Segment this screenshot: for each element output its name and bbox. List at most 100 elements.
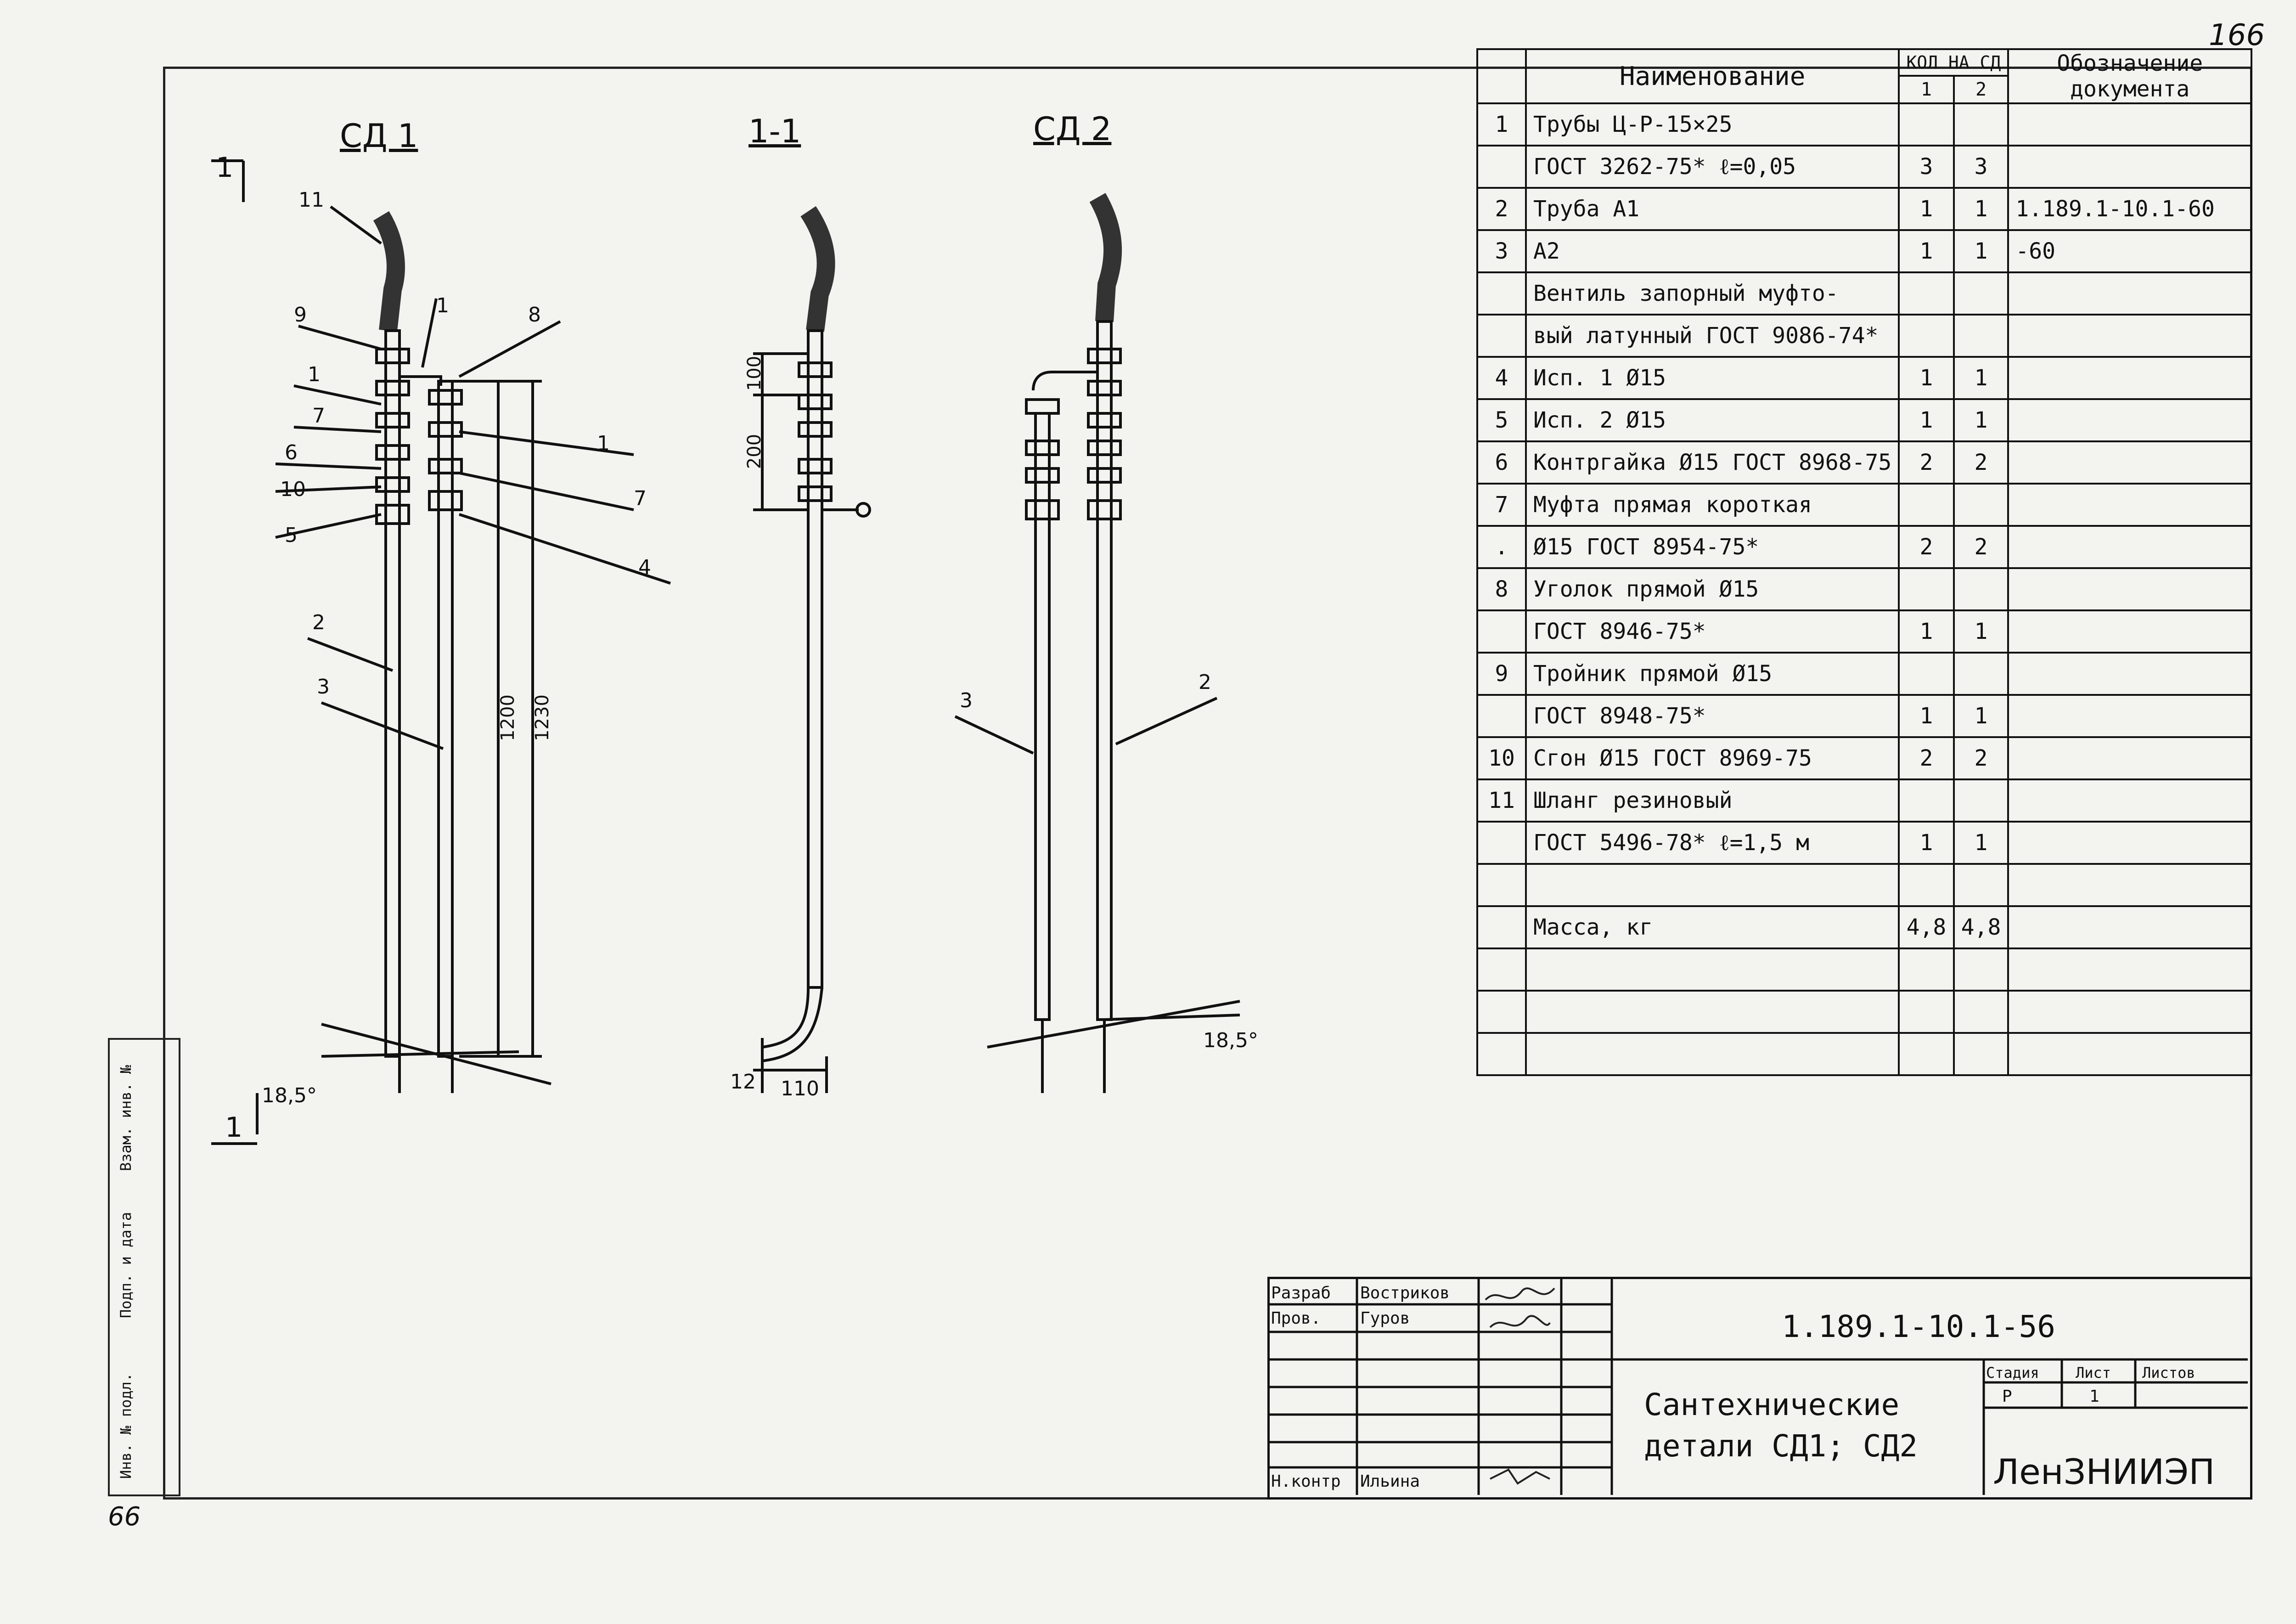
spec-cell-pos xyxy=(1476,905,1527,949)
dim-100: 100 xyxy=(744,355,765,391)
spec-cell-name: Вентиль запорный муфто- xyxy=(1525,271,1900,316)
spec-cell-doc xyxy=(2007,778,2252,823)
spec-cell-q1 xyxy=(1898,102,1955,147)
spec-cell-pos: 4 xyxy=(1476,356,1527,400)
stage-value: Р xyxy=(2002,1387,2012,1406)
spec-cell-pos xyxy=(1476,609,1527,654)
section-mark-bottom: 1 xyxy=(225,1111,243,1144)
spec-cell-q2 xyxy=(1953,778,2009,823)
spec-cell-q2 xyxy=(1953,652,2009,696)
spec-cell-q2 xyxy=(1953,990,2009,1034)
spec-cell-q1 xyxy=(1898,271,1955,316)
spec-cell-pos xyxy=(1476,863,1527,907)
callout-8: 8 xyxy=(528,303,541,327)
spec-cell-doc xyxy=(2007,947,2252,992)
side-stamp-3: Инв. № подл. xyxy=(117,1372,135,1479)
spec-cell-doc xyxy=(2007,990,2252,1034)
spec-cell-q2 xyxy=(1953,483,2009,527)
spec-cell-pos xyxy=(1476,821,1527,865)
spec-cell-q1: 1 xyxy=(1898,187,1955,231)
spec-cell-name: Исп. 2 Ø15 xyxy=(1525,398,1900,442)
spec-cell-doc xyxy=(2007,483,2252,527)
view-title-sd1: СД 1 xyxy=(340,117,418,155)
spec-cell-q1: 1 xyxy=(1898,398,1955,442)
sd1-pipe-left xyxy=(384,329,401,1058)
spec-cell-q2 xyxy=(1953,102,2009,147)
spec-cell-q2: 1 xyxy=(1953,356,2009,400)
spec-row xyxy=(1476,863,2252,907)
spec-cell-q2: 1 xyxy=(1953,229,2009,273)
callout-9: 9 xyxy=(294,303,307,327)
spec-cell-name: Уголок прямой Ø15 xyxy=(1525,567,1900,611)
spec-cell-q1: 2 xyxy=(1898,440,1955,485)
spec-cell-q2: 1 xyxy=(1953,694,2009,738)
sd2-pipe-left xyxy=(1034,412,1051,1021)
spec-cell-doc xyxy=(2007,609,2252,654)
spec-cell-name: A2 xyxy=(1525,229,1900,273)
spec-cell-q1: 1 xyxy=(1898,821,1955,865)
header-doc: Обозначение документа xyxy=(2007,48,2252,104)
sheet-number: 166 xyxy=(2209,18,2265,52)
spec-cell-q2: 3 xyxy=(1953,145,2009,189)
spec-cell-name: Исп. 1 Ø15 xyxy=(1525,356,1900,400)
spec-cell-doc xyxy=(2007,440,2252,485)
spec-cell-q1: 4,8 xyxy=(1898,905,1955,949)
organization: ЛенЗНИИЭП xyxy=(1993,1451,2215,1492)
dim-12: 12 xyxy=(730,1070,756,1094)
spec-cell-pos: 2 xyxy=(1476,187,1527,231)
callout-10: 10 xyxy=(280,478,306,501)
spec-cell-q1: 2 xyxy=(1898,736,1955,780)
spec-cell-q2: 2 xyxy=(1953,525,2009,569)
spec-cell-name xyxy=(1525,1032,1900,1076)
spec-cell-doc xyxy=(2007,145,2252,189)
spec-cell-q1 xyxy=(1898,947,1955,992)
callout-7b: 7 xyxy=(634,487,647,510)
spec-cell-doc xyxy=(2007,694,2252,738)
spec-cell-q2: 1 xyxy=(1953,187,2009,231)
spec-cell-q2 xyxy=(1953,314,2009,358)
spec-cell-q2: 1 xyxy=(1953,398,2009,442)
spec-cell-pos: 10 xyxy=(1476,736,1527,780)
stage-label: Стадия xyxy=(1986,1364,2039,1382)
callout-3: 3 xyxy=(317,675,330,699)
spec-cell-name: вый латунный ГОСТ 9086-74* xyxy=(1525,314,1900,358)
spec-cell-q2 xyxy=(1953,567,2009,611)
header-qty: КОЛ НА СД xyxy=(1898,48,2009,77)
drawing-title-line2: детали СД1; СД2 xyxy=(1644,1428,1918,1464)
spec-row: Вентиль запорный муфто- xyxy=(1476,271,2252,316)
callout-11: 11 xyxy=(298,188,324,212)
view-title-sd2: СД 2 xyxy=(1033,110,1112,148)
spec-cell-q2: 1 xyxy=(1953,821,2009,865)
spec-cell-name: ГОСТ 8946-75* xyxy=(1525,609,1900,654)
callout-1a: 1 xyxy=(436,294,449,317)
spec-cell-doc xyxy=(2007,102,2252,147)
spec-cell-q2 xyxy=(1953,947,2009,992)
spec-cell-pos xyxy=(1476,947,1527,992)
razrab-label: Разраб xyxy=(1271,1284,1331,1303)
spec-cell-pos: 1 xyxy=(1476,102,1527,147)
spec-cell-name: Контргайка Ø15 ГОСТ 8968-75 xyxy=(1525,440,1900,485)
spec-cell-pos xyxy=(1476,694,1527,738)
spec-cell-name: ГОСТ 5496-78* ℓ=1,5 м xyxy=(1525,821,1900,865)
prov-label: Пров. xyxy=(1271,1309,1321,1328)
spec-cell-pos xyxy=(1476,145,1527,189)
section-pipe xyxy=(807,329,823,989)
spec-row: вый латунный ГОСТ 9086-74* xyxy=(1476,314,2252,358)
spec-cell-doc xyxy=(2007,525,2252,569)
spec-cell-name: ГОСТ 3262-75* ℓ=0,05 xyxy=(1525,145,1900,189)
spec-cell-name xyxy=(1525,863,1900,907)
spec-cell-q2: 2 xyxy=(1953,736,2009,780)
spec-cell-doc: 1.189.1-10.1-60 xyxy=(2007,187,2252,231)
spec-cell-name: Ø15 ГОСТ 8954-75* xyxy=(1525,525,1900,569)
spec-cell-doc: -60 xyxy=(2007,229,2252,273)
spec-cell-pos: 9 xyxy=(1476,652,1527,696)
